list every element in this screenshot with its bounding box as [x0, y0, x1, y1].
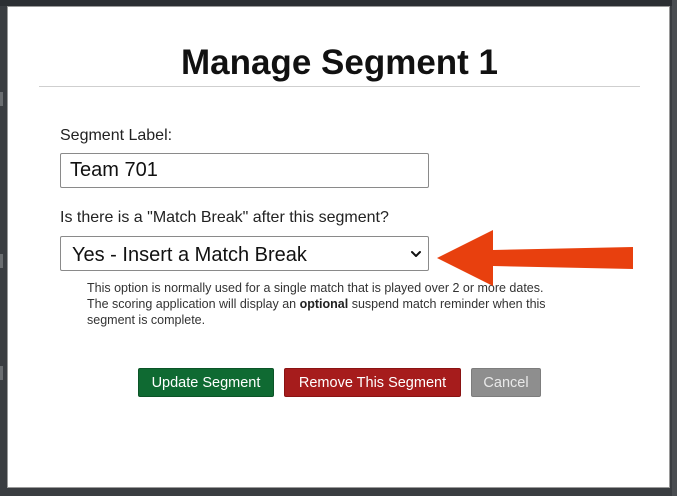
segment-label-caption: Segment Label: — [60, 127, 173, 144]
title-divider — [39, 86, 640, 87]
match-break-select[interactable]: Yes - Insert a Match Break — [60, 236, 429, 271]
remove-segment-button[interactable]: Remove This Segment — [284, 368, 461, 397]
match-break-caption: Is there is a "Match Break" after this s… — [60, 209, 389, 226]
match-break-selected-value: Yes - Insert a Match Break — [72, 244, 307, 266]
help-text-prefix: This option is normally used for a singl… — [87, 281, 544, 311]
help-text-suffix: suspend match reminder when this segment… — [87, 297, 546, 327]
dialog-title: Manage Segment 1 — [180, 43, 499, 82]
chevron-down-icon — [411, 251, 421, 257]
help-text-emphasis: optional — [299, 297, 349, 311]
manage-segment-dialog: Manage Segment 1 Segment Label: Is there… — [7, 6, 670, 488]
background-edge-mark — [0, 254, 3, 268]
segment-label-input[interactable] — [60, 153, 429, 188]
update-segment-button[interactable]: Update Segment — [138, 368, 274, 397]
cancel-button[interactable]: Cancel — [471, 368, 541, 397]
background-edge-mark — [0, 92, 3, 106]
background-edge-mark — [0, 366, 3, 380]
background-scroll-edge — [672, 0, 677, 496]
match-break-help-text: This option is normally used for a singl… — [87, 280, 547, 328]
background-header — [0, 0, 677, 6]
arrow-left-icon — [437, 230, 633, 286]
